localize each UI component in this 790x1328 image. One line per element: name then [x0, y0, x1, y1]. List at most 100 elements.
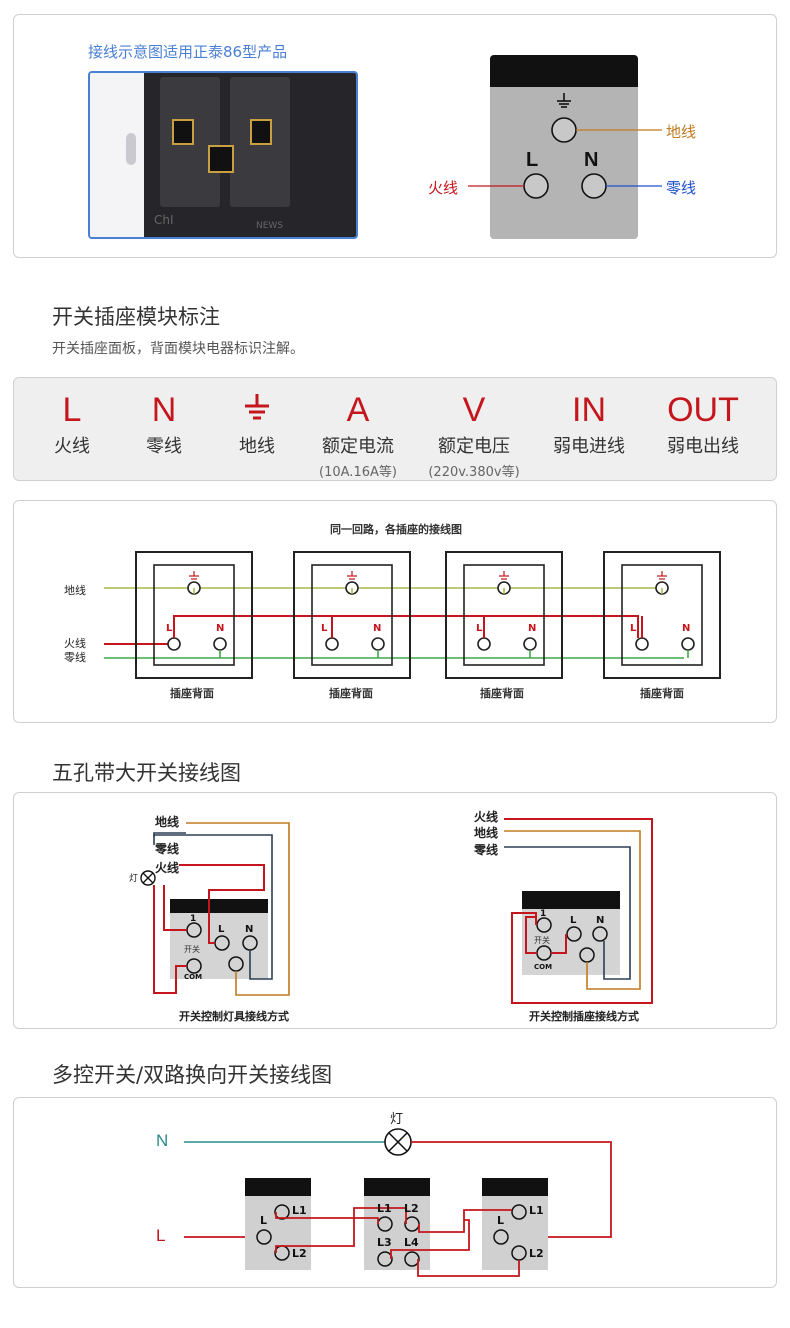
legend-ground-name: 地线	[239, 436, 275, 457]
ground-icon	[557, 93, 571, 108]
terminal-L: L	[476, 623, 483, 634]
terminal-L: L	[321, 623, 328, 634]
multi-N-label: N	[156, 1131, 169, 1150]
socket-inner-frame	[311, 564, 393, 666]
socket-outer-frame	[603, 551, 721, 679]
sw1-L: L	[260, 1214, 268, 1227]
left-terminal-L: L	[218, 924, 225, 935]
left-wire-neutral: 零线	[155, 842, 180, 856]
right-terminal-N: N	[596, 915, 605, 926]
circuit-card: 同一回路，各插座的接线图 地线 火线 零线 插座背面 L N 插座背面 L N …	[13, 500, 777, 723]
legend-weak-in-symbol: IN	[572, 391, 606, 429]
intro-caption: 接线示意图适用正泰86型产品	[88, 43, 288, 61]
legend-neutral-symbol: N	[151, 391, 177, 429]
sw3-L1: L1	[529, 1204, 544, 1217]
right-wire-live: 火线	[474, 810, 499, 824]
neutral-terminal	[371, 637, 385, 651]
legend-weak-out: OUT 弱电出线	[648, 390, 758, 458]
socket-inner-frame	[463, 564, 545, 666]
sw3-L: L	[497, 1214, 505, 1227]
right-terminal-L: L	[570, 915, 577, 926]
circuit-live-label: 火线	[64, 637, 86, 650]
left-terminal-N: N	[245, 924, 254, 935]
multi-L-label: L	[156, 1226, 166, 1245]
multi-control-diagram	[184, 1128, 612, 1277]
terminal-N: N	[373, 623, 382, 634]
live-terminal	[635, 637, 649, 651]
socket-outer-frame	[445, 551, 563, 679]
terminal-L: L	[166, 623, 173, 634]
terminal-L-symbol: L	[526, 149, 539, 171]
right-com-label: COM	[534, 963, 553, 971]
circuit-neutral-label: 零线	[64, 651, 86, 664]
legend-current-symbol: A	[346, 391, 370, 429]
sw3-L2: L2	[529, 1247, 544, 1260]
left-switch-label: 开关	[184, 945, 200, 954]
sw1-L2: L2	[292, 1247, 307, 1260]
right-terminal-1: 1	[540, 909, 547, 919]
marks-title: 开关插座模块标注	[52, 305, 220, 329]
live-label: 火线	[428, 179, 459, 197]
five-hole-title: 五孔带大开关接线图	[52, 761, 241, 785]
legend-weak-in-name: 弱电进线	[553, 436, 625, 457]
right-caption: 开关控制插座接线方式	[529, 1010, 639, 1023]
legend-current-name: 额定电流	[322, 436, 394, 457]
five-hole-diagram	[140, 818, 653, 1004]
sw2-L3: L3	[377, 1236, 392, 1249]
left-terminal-1: 1	[190, 914, 197, 924]
terminal-N: N	[528, 623, 537, 634]
socket-label: 插座背面	[329, 687, 373, 700]
terminal-N: N	[682, 623, 691, 634]
legend-weak-out-symbol: OUT	[667, 391, 739, 429]
ground-label: 地线	[666, 123, 697, 141]
multi-control-title: 多控开关/双路换向开关接线图	[52, 1063, 333, 1087]
circuit-ground-label: 地线	[64, 584, 86, 597]
socket-label: 插座背面	[480, 687, 524, 700]
legend-weak-in: IN 弱电进线	[534, 390, 644, 458]
neutral-label: 零线	[666, 179, 697, 197]
neutral-terminal	[681, 637, 695, 651]
left-com-label: COM	[184, 973, 203, 981]
marks-subtitle: 开关插座面板，背面模块电器标识注解。	[52, 341, 304, 357]
socket-inner-frame	[153, 564, 235, 666]
terminal-N: N	[216, 623, 225, 634]
left-wire-live: 火线	[155, 861, 180, 875]
wiring-intro-card: 接线示意图适用正泰86型产品 ChI NEWS L N 地线 火线 零线	[13, 14, 777, 258]
legend-voltage: V 额定电压 (220v.380v等)	[419, 390, 529, 480]
legend-voltage-symbol: V	[462, 391, 486, 429]
lamp-label: 灯	[129, 874, 139, 884]
sw2-L4: L4	[404, 1236, 419, 1249]
legend-neutral: N 零线	[109, 390, 219, 458]
legend-live: L 火线	[17, 390, 127, 458]
photo-text-left: ChI	[154, 213, 174, 227]
legend-current-note: (10A.16A等)	[319, 465, 397, 480]
live-terminal	[325, 637, 339, 651]
socket-label: 插座背面	[640, 687, 684, 700]
terminal-schematic	[468, 55, 662, 239]
right-wire-neutral: 零线	[474, 843, 499, 857]
legend-neutral-name: 零线	[146, 436, 182, 457]
neutral-terminal	[213, 637, 227, 651]
left-caption: 开关控制灯具接线方式	[179, 1010, 289, 1023]
right-wire-ground: 地线	[474, 826, 499, 840]
multi-control-card: 灯 N L L L1 L2 L1 L2 L3 L4 L L1 L2	[13, 1097, 777, 1288]
legend-voltage-name: 额定电压	[438, 436, 510, 457]
socket-outer-frame	[293, 551, 411, 679]
five-hole-card: 地线 零线 火线 灯 1 开关 COM L N 开关控制灯具接线方式 火线 地线…	[13, 792, 777, 1029]
live-terminal	[167, 637, 181, 651]
left-wire-ground: 地线	[155, 815, 180, 829]
terminal-N-symbol: N	[584, 149, 599, 171]
circuit-title: 同一回路，各插座的接线图	[330, 523, 462, 536]
ground-icon	[245, 394, 269, 420]
sw2-L1: L1	[377, 1202, 392, 1215]
socket-photo: ChI NEWS	[88, 71, 358, 239]
legend-weak-out-name: 弱电出线	[667, 436, 739, 457]
socket-inner-frame	[621, 564, 703, 666]
neutral-terminal	[523, 637, 537, 651]
legend-live-symbol: L	[62, 391, 82, 429]
live-terminal	[477, 637, 491, 651]
socket-outer-frame	[135, 551, 253, 679]
terminal-L: L	[630, 623, 637, 634]
right-switch-label: 开关	[534, 936, 550, 945]
circuit-diagram	[104, 551, 721, 679]
